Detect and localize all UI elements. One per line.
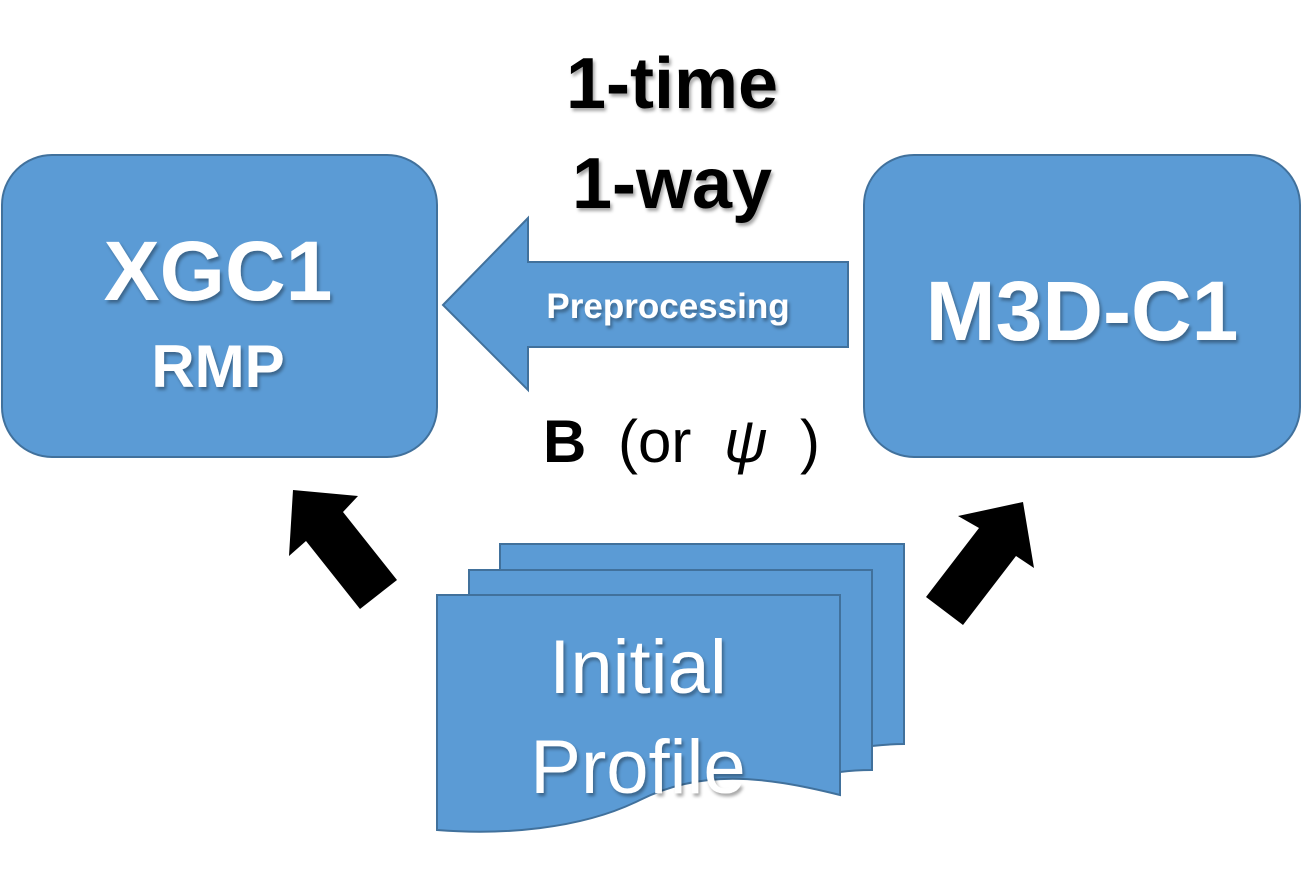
xgc1-box: XGC1 RMP: [1, 154, 438, 458]
m3dc1-box: M3D-C1: [863, 154, 1301, 458]
xgc1-subtitle: RMP: [151, 333, 284, 400]
left-block-arrow: Preprocessing: [441, 215, 849, 393]
multi-document-icon: Initial Profile: [436, 543, 905, 833]
flow-label-1-time: 1-time: [566, 44, 778, 124]
field-label: B (or ψ ): [543, 408, 820, 475]
field-label-b: B: [543, 408, 586, 475]
preprocessing-label: Preprocessing: [546, 287, 789, 326]
document-line-initial: Initial: [549, 625, 726, 710]
flow-label-1-way: 1-way: [572, 144, 772, 224]
field-label-open: (or: [618, 408, 691, 475]
xgc1-title: XGC1: [104, 224, 333, 318]
diagonal-up-left-arrow-icon: [289, 490, 397, 609]
field-label-psi: ψ: [724, 408, 768, 475]
document-line-profile: Profile: [530, 725, 745, 810]
field-label-close: ): [800, 408, 820, 475]
diagonal-up-right-arrow-icon: [926, 502, 1034, 625]
m3dc1-title: M3D-C1: [926, 264, 1239, 358]
